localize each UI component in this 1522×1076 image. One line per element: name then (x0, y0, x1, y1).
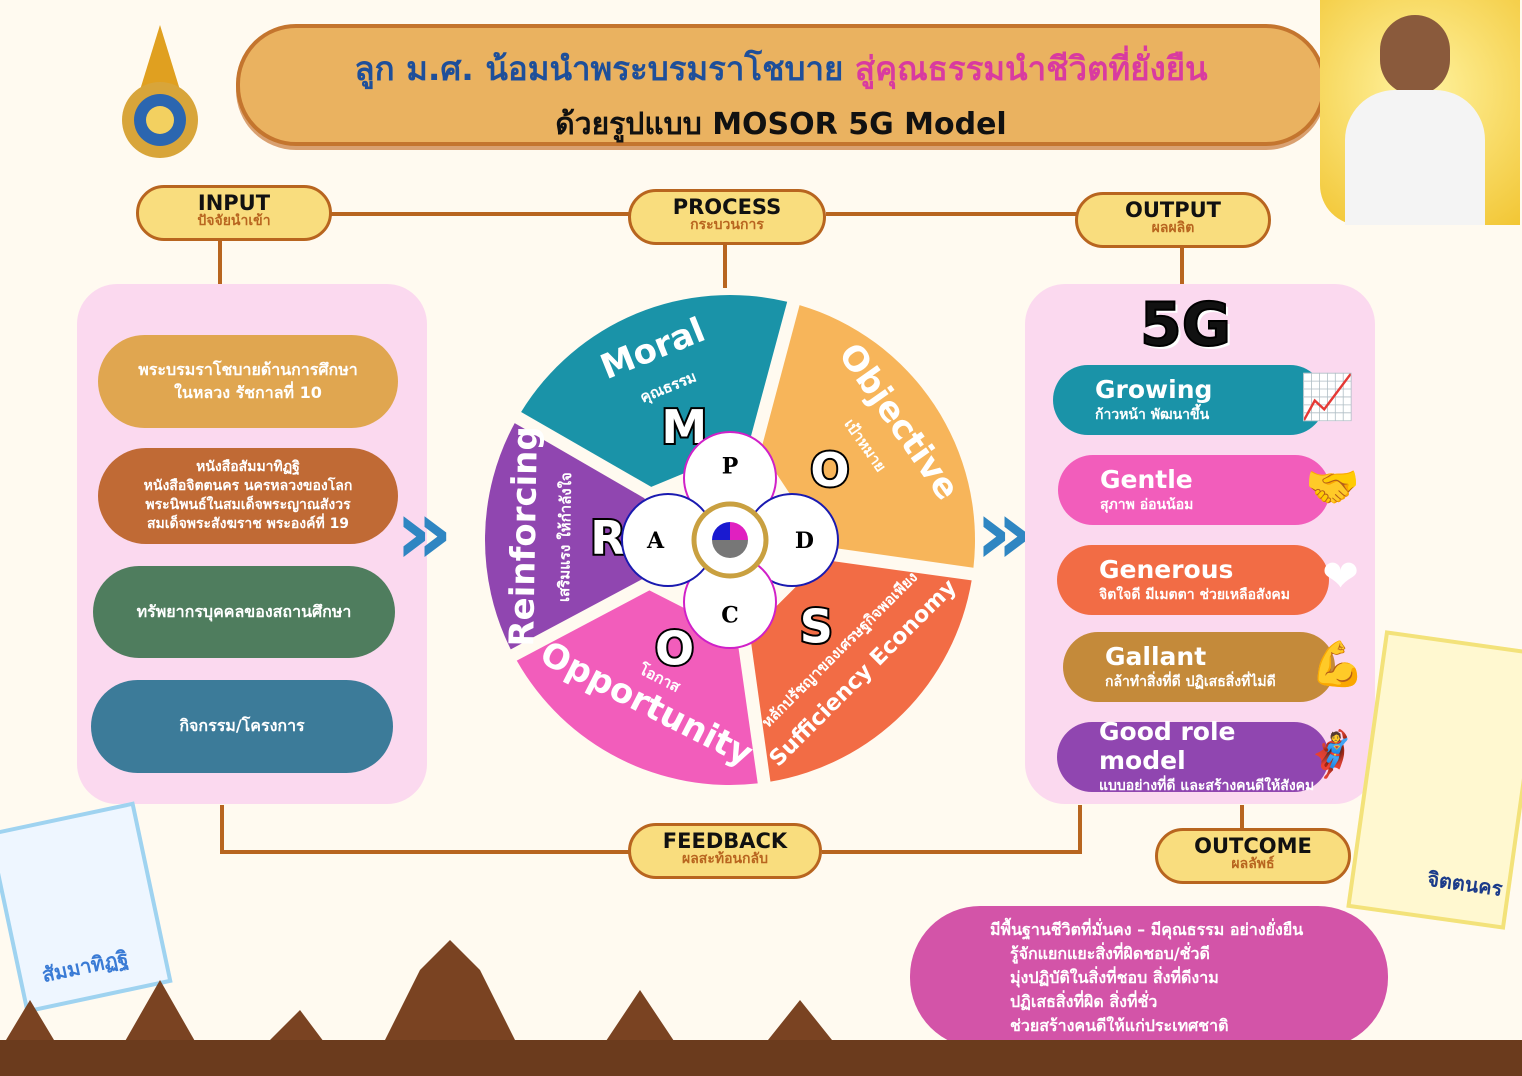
segment-letter: S (800, 599, 833, 653)
page-title: ลูก ม.ศ. น้อมนำพระบรมราโชบาย สู่คุณธรรมน… (354, 49, 1208, 88)
output-item-gallant: Gallant กล้าทำสิ่งที่ดี ปฏิเสธสิ่งที่ไม่ด… (1063, 632, 1365, 702)
connector (220, 805, 224, 852)
arrow-right-icon: » (395, 480, 454, 585)
temple-silhouette (0, 940, 840, 1050)
connector (723, 243, 727, 288)
segment-en-label: Reinforcing (502, 426, 546, 647)
output-item-name: Growing (1095, 374, 1213, 404)
connector (330, 212, 630, 216)
header-banner: ลูก ม.ศ. น้อมนำพระบรมราโชบาย สู่คุณธรรมน… (236, 24, 1326, 146)
input-item: ทรัพยากรบุคคลของสถานศึกษา (93, 566, 395, 658)
input-item: พระบรมราโชบายด้านการศึกษาในหลวง รัชกาลที… (98, 335, 398, 428)
output-item-name: Good role model (1099, 717, 1236, 775)
5g-heading: 5G (1139, 289, 1232, 361)
segment-letter: R (590, 511, 625, 565)
ground-strip (0, 1040, 1522, 1076)
superhero-icon: 🦸 (1304, 729, 1359, 780)
connector (1240, 805, 1244, 830)
handshake-icon: 🤝 (1305, 462, 1360, 513)
wheel-segment-sufficiency (749, 559, 972, 782)
outcome-box: มีพื้นฐานชีวิตที่มั่นคง – มีคุณธรรม อย่า… (910, 906, 1388, 1048)
output-item-generous: Generous จิตใจดี มีเมตตา ช่วยเหลือสังคม ❤ (1057, 545, 1359, 615)
output-item-good-role-model: Good role model แบบอย่างที่ดี และสร้างคนด… (1057, 717, 1359, 794)
page-subtitle: ด้วยรูปแบบ MOSOR 5G Model (555, 107, 1007, 142)
wheel-segment-reinforcing (485, 423, 645, 650)
emblem (110, 20, 210, 170)
output-item-name: Gallant (1105, 641, 1207, 671)
connector (1180, 245, 1184, 287)
seal-quadrant (712, 522, 730, 540)
pdca-letter: A (646, 528, 665, 554)
wheel-segment-opportunity (516, 590, 758, 785)
input-item: หนังสือสัมมาทิฏฐิหนังสือจิตตนคร นครหลวงข… (98, 448, 398, 544)
king-portrait (1320, 0, 1520, 225)
connector (218, 240, 222, 285)
output-item-desc: กล้าทำสิ่งที่ดี ปฏิเสธสิ่งที่ไม่ดี (1105, 673, 1276, 690)
output-item-desc: จิตใจดี มีเมตตา ช่วยเหลือสังคม (1099, 586, 1291, 603)
segment-th-label: เสริมแรง ให้กำลังใจ (555, 472, 575, 602)
input-item: กิจกรรม/โครงการ (91, 680, 393, 773)
pdca-letter: D (795, 528, 814, 554)
output-item-desc: สุภาพ อ่อนน้อม (1100, 496, 1194, 513)
output-item-desc: ก้าวหน้า พัฒนาขึ้น (1095, 406, 1210, 423)
output-item-gentle: Gentle สุภาพ อ่อนน้อม 🤝 (1058, 455, 1360, 525)
seal-quadrant (730, 522, 748, 540)
connector (1078, 805, 1082, 853)
heart-hug-icon: ❤ (1322, 551, 1359, 602)
output-item-growing: Growing ก้าวหน้า พัฒนาขึ้น 📈 (1053, 365, 1355, 435)
segment-letter: O (810, 443, 849, 497)
connector (220, 850, 630, 854)
connector (822, 850, 1082, 854)
segment-letter: O (655, 622, 694, 676)
output-item-name: Gentle (1100, 464, 1193, 494)
strong-brain-icon: 💪 (1310, 639, 1365, 690)
connector (826, 212, 1076, 216)
seal-quadrant (712, 540, 748, 558)
output-item-name: Generous (1099, 554, 1234, 584)
pdca-letter: C (721, 602, 739, 628)
growth-chart-icon: 📈 (1300, 372, 1355, 423)
arrow-right-icon: » (975, 480, 1034, 585)
pdca-letter: P (722, 454, 739, 480)
output-item-desc: แบบอย่างที่ดี และสร้างคนดีให้สังคม (1099, 778, 1315, 794)
